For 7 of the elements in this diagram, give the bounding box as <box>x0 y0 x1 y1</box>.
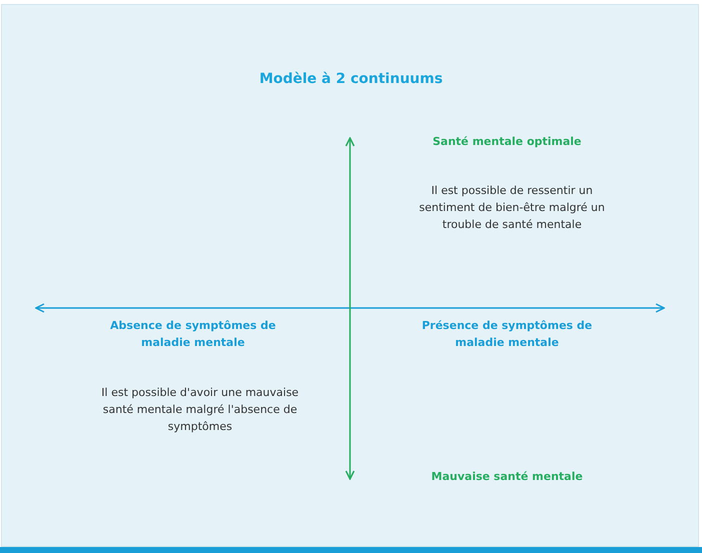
axis-label: Mauvaise santé mentale <box>430 469 584 485</box>
axis-label: Présence de symptômes de maladie mentale <box>420 318 594 351</box>
note-text: Il est possible de ressentir un sentiment de bien-être malgré un trouble de santé mentale <box>418 183 606 233</box>
diagram-title: Modèle à 2 continuums <box>258 71 444 87</box>
axis-label: Absence de symptômes de maladie mentale <box>109 318 277 351</box>
note-text: Il est possible d'avoir une mauvaise santé mentale malgré l'absence de symptômes <box>100 385 300 435</box>
axis-label: Santé mentale optimale <box>432 134 582 150</box>
